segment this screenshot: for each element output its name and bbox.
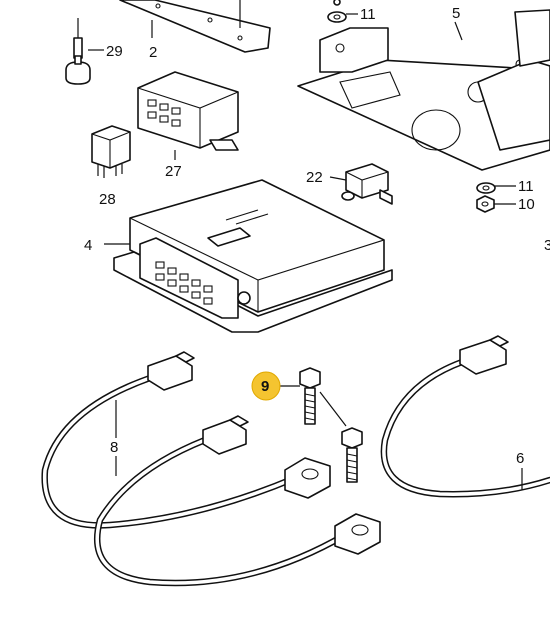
label-2: 2 (149, 44, 157, 61)
label-9-highlight (251, 371, 281, 401)
part-28-relay (91, 125, 131, 178)
label-3-cropped: 3 (544, 237, 550, 254)
label-11-top: 11 (360, 6, 376, 23)
label-22: 22 (306, 169, 323, 186)
label-11-right: 11 (518, 178, 534, 195)
part-8-cable-set (41, 351, 381, 587)
part-6-cable (380, 335, 550, 498)
part-5-mounting-plate (297, 9, 550, 171)
part-22-sensor (329, 163, 393, 205)
part-4-control-unit (104, 179, 393, 333)
part-27-relay-box (137, 71, 239, 160)
part-11-washer-right (476, 182, 516, 194)
label-6: 6 (516, 450, 524, 467)
label-28: 28 (99, 191, 116, 208)
label-27: 27 (165, 163, 182, 180)
part-2-bracket (119, 0, 271, 53)
label-29: 29 (106, 43, 123, 60)
label-4: 4 (84, 237, 92, 254)
part-9-bolts (280, 367, 363, 483)
label-10: 10 (518, 196, 535, 213)
part-11-washer-top (327, 0, 358, 23)
label-9: 9 (261, 378, 269, 395)
label-5: 5 (452, 5, 460, 22)
label-8: 8 (110, 439, 118, 456)
part-29-sensor (65, 18, 104, 85)
part-10-nut (476, 195, 516, 213)
